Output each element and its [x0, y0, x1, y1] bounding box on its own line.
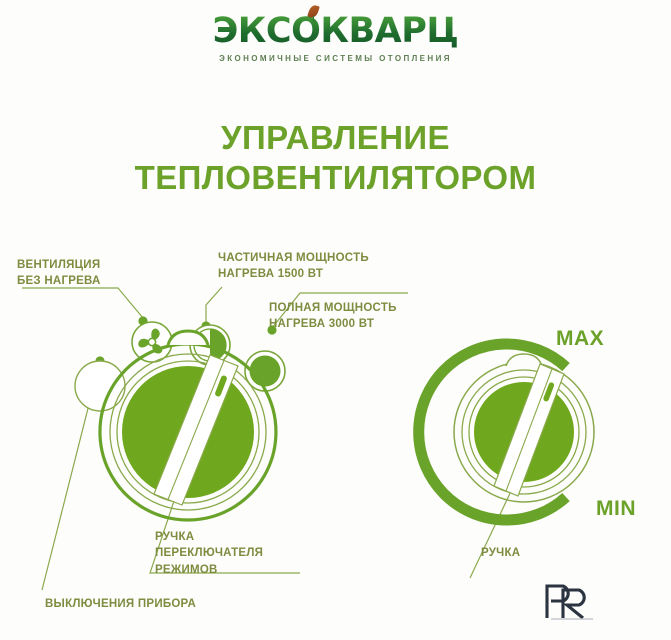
off-circle-icon: [74, 360, 126, 412]
label-ventilation: ВЕНТИЛЯЦИЯ БЕЗ НАГРЕВА: [17, 259, 101, 288]
leaf-stem-icon: [312, 16, 315, 22]
leader-partial: [205, 286, 223, 324]
right-knob-scale-arc: [413, 338, 570, 526]
label-power-off: ВЫКЛЮЧЕНИЯ ПРИБОРА: [45, 598, 197, 610]
page-title: УПРАВЛЕНИЕ ТЕПЛОВЕНТИЛЯТОРОМ: [0, 118, 671, 199]
page-title-line2: ТЕПЛОВЕНТИЛЯТОРОМ: [134, 159, 537, 197]
leader-full: [271, 292, 408, 329]
brand-logo: ЭКСОКВАРЦ ЭКОНОМИЧНЫЕ СИСТЕМЫ ОТОПЛЕНИЯ: [0, 3, 671, 63]
brand-name: ЭКСОКВАРЦ: [213, 3, 459, 49]
right-knob-pointer: [493, 363, 565, 497]
leader-dot-full: [267, 325, 277, 335]
right-knob-ring-3: [468, 376, 580, 488]
left-knob-pointer: [153, 354, 239, 506]
label-max: MAX: [556, 327, 605, 350]
right-knob-ring-2: [461, 369, 587, 495]
left-knob-ring-2: [109, 353, 267, 511]
page-title-line1: УПРАВЛЕНИЕ: [221, 119, 450, 156]
label-full-power: ПОЛНАЯ МОЩНОСТЬ НАГРЕВА 3000 ВТ: [269, 302, 397, 331]
leader-right-knob: [469, 486, 514, 579]
brand-tagline: ЭКОНОМИЧНЫЕ СИСТЕМЫ ОТОПЛЕНИЯ: [219, 54, 452, 63]
label-left-knob: РУЧКА ПЕРЕКЛЮЧАТЕЛЯ РЕЖИМОВ: [155, 531, 264, 576]
label-right-knob: РУЧКА: [481, 547, 521, 559]
label-min: MIN: [596, 497, 636, 520]
left-knob-outer-ring: [98, 342, 278, 522]
fan-icon: [131, 321, 173, 363]
mode-selector-knob[interactable]: [98, 329, 278, 522]
thermostat-knob[interactable]: [413, 338, 595, 526]
label-partial-power: ЧАСТИЧНАЯ МОЩНОСТЬ НАГРЕВА 1500 ВТ: [218, 252, 369, 281]
leader-ventilation: [22, 287, 144, 319]
leader-lines: [22, 286, 514, 591]
watermark-logo: [545, 584, 593, 620]
left-knob-ring-3: [116, 360, 260, 504]
